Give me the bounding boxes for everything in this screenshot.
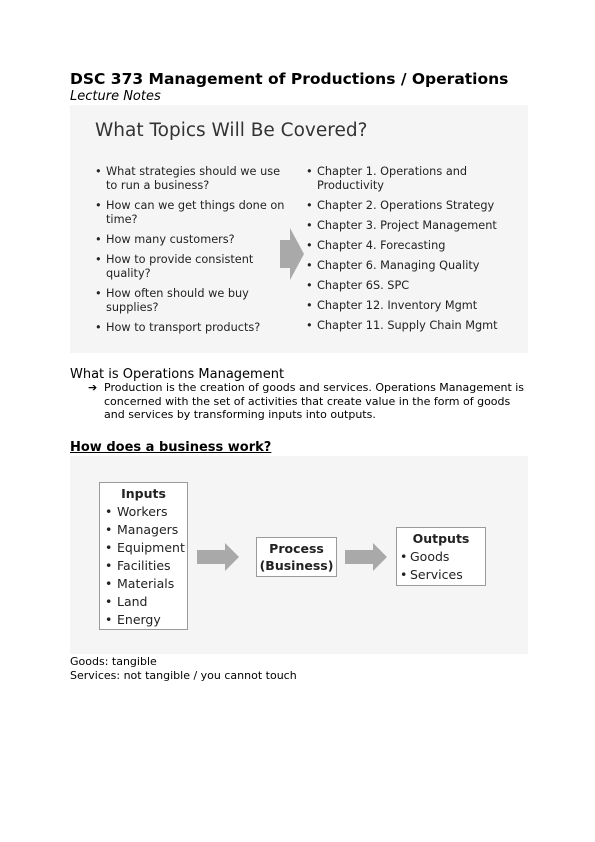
process-label: Process bbox=[269, 541, 324, 556]
list-item: Chapter 6S. SPC bbox=[306, 279, 516, 293]
list-item: Chapter 11. Supply Chain Mgmt bbox=[306, 319, 516, 333]
list-item: How to transport products? bbox=[95, 321, 290, 335]
list-item: Chapter 12. Inventory Mgmt bbox=[306, 299, 516, 313]
list-item: How often should we buy supplies? bbox=[95, 287, 290, 315]
arrow-bullet-icon: ➔ bbox=[88, 381, 98, 394]
right-arrow-icon bbox=[197, 543, 239, 571]
section-heading: What is Operations Management bbox=[70, 367, 285, 382]
inputs-box: Inputs Workers Managers Equipment Facili… bbox=[99, 482, 188, 630]
outputs-list: Goods Services bbox=[397, 548, 485, 584]
outputs-box: Outputs Goods Services bbox=[396, 527, 486, 586]
list-item: Materials bbox=[100, 575, 187, 593]
list-item: Equipment bbox=[100, 539, 187, 557]
list-item: Managers bbox=[100, 521, 187, 539]
list-item: What strategies should we use to run a b… bbox=[95, 165, 290, 193]
right-arrow-icon bbox=[345, 543, 387, 571]
outputs-title: Outputs bbox=[412, 531, 470, 546]
document-title: DSC 373 Management of Productions / Oper… bbox=[70, 70, 509, 88]
process-box: Process (Business) bbox=[256, 537, 337, 577]
list-item: How to provide consistent quality? bbox=[95, 253, 290, 281]
inputs-list: Workers Managers Equipment Facilities Ma… bbox=[100, 503, 187, 629]
topics-slide: What Topics Will Be Covered? What strate… bbox=[70, 105, 528, 353]
definition-text: Production is the creation of goods and … bbox=[104, 381, 525, 421]
document-subtitle: Lecture Notes bbox=[70, 89, 161, 104]
list-item: Chapter 4. Forecasting bbox=[306, 239, 516, 253]
goods-note: Goods: tangible bbox=[70, 655, 157, 668]
list-item: Chapter 2. Operations Strategy bbox=[306, 199, 516, 213]
list-item: Energy bbox=[100, 611, 187, 629]
list-item: Services bbox=[397, 566, 485, 584]
list-item: Land bbox=[100, 593, 187, 611]
list-item: Chapter 3. Project Management bbox=[306, 219, 516, 233]
list-item: How many customers? bbox=[95, 233, 290, 247]
list-item: Chapter 1. Operations and Productivity bbox=[306, 165, 516, 193]
slide-title: What Topics Will Be Covered? bbox=[95, 120, 368, 141]
services-note: Services: not tangible / you cannot touc… bbox=[70, 669, 297, 682]
chapters-list: Chapter 1. Operations and Productivity C… bbox=[306, 165, 516, 339]
inputs-title: Inputs bbox=[121, 486, 166, 501]
list-item: Facilities bbox=[100, 557, 187, 575]
list-item: Workers bbox=[100, 503, 187, 521]
list-item: Goods bbox=[397, 548, 485, 566]
process-sublabel: (Business) bbox=[259, 558, 334, 573]
questions-list: What strategies should we use to run a b… bbox=[95, 165, 290, 341]
list-item: How can we get things done on time? bbox=[95, 199, 290, 227]
right-arrow-icon bbox=[280, 228, 304, 280]
definition-bullet: ➔ Production is the creation of goods an… bbox=[88, 381, 528, 422]
list-item: Chapter 6. Managing Quality bbox=[306, 259, 516, 273]
business-diagram: Inputs Workers Managers Equipment Facili… bbox=[70, 456, 528, 654]
business-heading: How does a business work? bbox=[70, 440, 272, 455]
